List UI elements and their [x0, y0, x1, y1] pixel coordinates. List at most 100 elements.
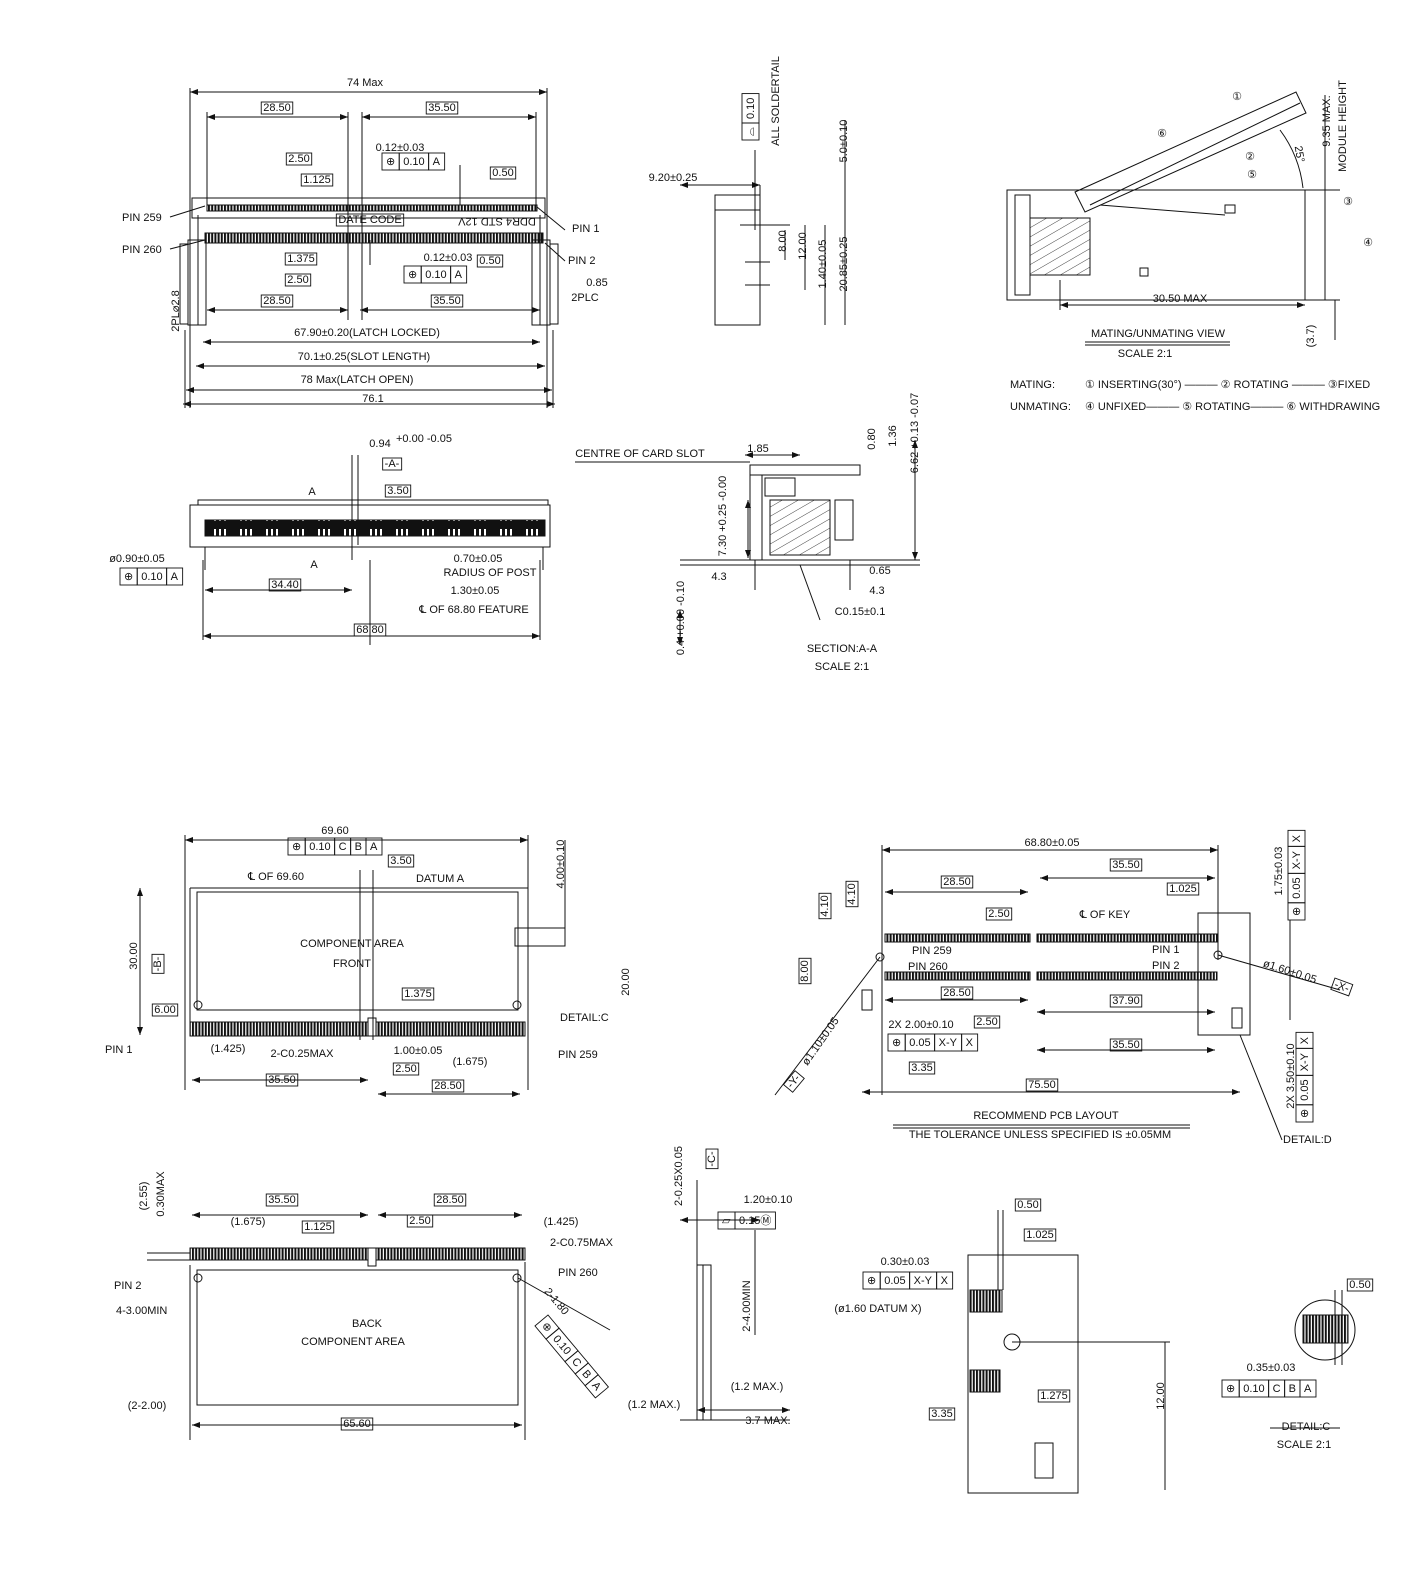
module-front-datum: DATUM A	[416, 873, 465, 885]
pcb-layout-d350: 2X 3.50±0.10	[1285, 1043, 1297, 1108]
detail-c-scale: SCALE 2:1	[1277, 1439, 1331, 1451]
top-view-date-code: DATE CODE	[338, 214, 401, 226]
dimension-box	[387, 854, 415, 868]
dimension-box	[433, 1193, 467, 1207]
fcf-cell-box	[166, 567, 184, 586]
outline-rect	[514, 927, 566, 947]
outline-rect	[179, 243, 189, 325]
module-front-d20: 20.00	[620, 968, 632, 996]
module-front-detail: DETAIL:C	[560, 1012, 609, 1024]
outline-rect	[1036, 933, 1218, 943]
dimension-box	[301, 1220, 335, 1234]
fcf-cell: 0.05	[1291, 877, 1303, 898]
dimension-box	[985, 907, 1013, 921]
mating-view-scale: SCALE 2:1	[1118, 348, 1172, 360]
section-view-d185: 1.85	[747, 443, 768, 455]
front-view-post-radius-label: RADIUS OF POST	[444, 567, 537, 579]
module-back-d200: (2-2.00)	[128, 1400, 167, 1412]
hole-circle	[512, 1000, 522, 1010]
outline-rect	[1029, 217, 1091, 276]
outline-rect	[1014, 194, 1031, 296]
fcf-cell: 0.10	[403, 156, 424, 168]
outline-rect	[967, 1254, 1079, 1494]
top-view-key-offset2: 1.125	[303, 174, 331, 186]
top-view-latch-open: 78 Max(LATCH OPEN)	[301, 374, 414, 386]
outline-rect	[749, 474, 763, 561]
outline-rect	[191, 197, 546, 219]
fcf-cell: 0.10	[141, 571, 162, 583]
outline-line	[517, 1277, 611, 1331]
position-symbol-icon: ⊕	[1299, 1109, 1311, 1118]
dimension-box	[265, 1073, 299, 1087]
fcf-cell: A	[589, 1380, 603, 1394]
pcb-layout-pin1: PIN 1	[1152, 944, 1180, 956]
top-view-edge-gap2: 0.50	[479, 255, 500, 267]
top-view-key-offset3: 1.375	[287, 253, 315, 265]
top-view-total: 76.1	[362, 393, 383, 405]
outline-rect	[1036, 971, 1218, 981]
detail-d-datum: (ø1.60 DATUM X)	[834, 1303, 921, 1315]
module-back-d300: 4-3.00MIN	[116, 1305, 167, 1317]
module-front-d100: 1.00±0.05	[394, 1045, 443, 1057]
edge-view-chamfer: 2-0.25X0.05	[673, 1146, 685, 1206]
outline-rect	[714, 194, 761, 326]
side-view-offset: 9.20±0.25	[649, 172, 698, 184]
top-view-marking: DDR4 STD 12V	[458, 215, 536, 227]
dimension-box	[1346, 1278, 1374, 1292]
outline-rect	[764, 477, 796, 497]
section-view-d065: 0.65	[869, 565, 890, 577]
section-view-d080: 0.80	[866, 428, 878, 449]
outline-rect	[1302, 1314, 1349, 1344]
pcb-layout-d335: 3.35	[911, 1062, 932, 1074]
module-front-d1675: (1.675)	[453, 1056, 488, 1068]
mating-view-step2: ②	[1245, 151, 1255, 163]
mating-view-unmating-steps: ④ UNFIXED——— ⑤ ROTATING——— ⑥ WITHDRAWING	[1085, 401, 1380, 413]
dimension-box	[818, 892, 832, 920]
module-front-chamfer: 2-C0.25MAX	[271, 1048, 335, 1060]
outline-rect	[367, 1247, 377, 1267]
dimension-box	[300, 173, 334, 187]
top-view-edge-gap: 0.50	[492, 167, 513, 179]
front-view-post-radius: 0.70±0.05	[454, 553, 503, 565]
pcb-layout-pin2: PIN 2	[1152, 960, 1180, 972]
position-symbol-icon: ⊕	[539, 1320, 554, 1335]
pcb-layout-d250: 2.50	[988, 908, 1009, 920]
dimension-box	[1023, 1228, 1057, 1242]
module-front-d1425: (1.425)	[211, 1043, 246, 1055]
module-front-area2: FRONT	[333, 958, 371, 970]
edge-view-thick: 1.20±0.10	[744, 1194, 793, 1206]
dimension-box	[384, 484, 412, 498]
module-back-chamfer: 2-C0.75MAX	[550, 1237, 614, 1249]
hole-circle	[1213, 950, 1223, 960]
mating-view-mating-label: MATING:	[1010, 379, 1055, 391]
dimension-box	[285, 152, 313, 166]
hole-circle	[193, 1000, 203, 1010]
dimension-box	[335, 213, 405, 227]
front-view-centerline: ℄ OF 68.80 FEATURE	[418, 604, 529, 616]
outline-rect	[549, 243, 559, 325]
module-front-key: 3.50	[390, 855, 411, 867]
dimension-box	[1109, 858, 1143, 872]
outline-line	[544, 242, 566, 262]
pcb-layout-d800: 8.00	[799, 960, 811, 981]
fcf-cell: 0.05	[1299, 1079, 1311, 1100]
hole-circle	[512, 1273, 522, 1283]
pcb-layout-d175: 1.75±0.03	[1273, 847, 1285, 896]
module-back-d6560: 65.60	[343, 1418, 371, 1430]
pcb-layout-title: RECOMMEND PCB LAYOUT	[973, 1110, 1119, 1122]
outline-rect	[1034, 1442, 1054, 1479]
dimension-box	[401, 987, 435, 1001]
fcf-cell: B	[1289, 1383, 1296, 1395]
fcf-cell: X	[941, 1275, 949, 1287]
position-symbol-icon: ⊕	[1226, 1383, 1235, 1395]
outline-rect	[861, 989, 873, 1011]
fcf-cell: X-Y	[1291, 850, 1303, 869]
dimension-box	[1014, 1198, 1042, 1212]
outline-line	[536, 206, 566, 231]
detail-d-d050: 0.50	[1017, 1199, 1038, 1211]
module-back-d2850: 28.50	[436, 1194, 464, 1206]
fcf-cell: C	[569, 1356, 583, 1370]
fcf-cell-box	[1295, 1031, 1314, 1049]
top-view-pin1: PIN 1	[572, 223, 600, 235]
